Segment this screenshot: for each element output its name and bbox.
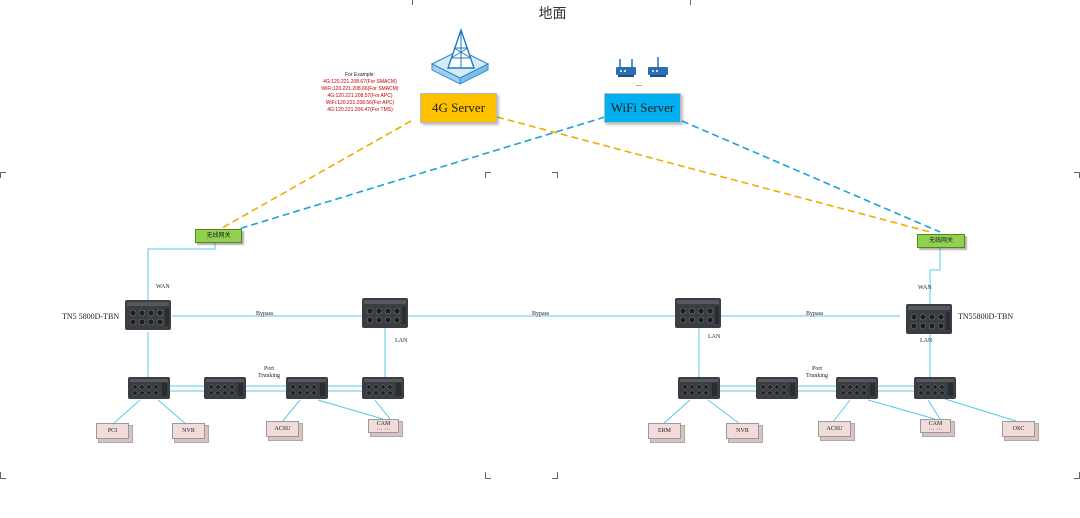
link-cam-right-a — [867, 399, 936, 420]
link-gw-right-wan — [929, 247, 941, 304]
label-bypass-mid: Bypass — [532, 311, 550, 317]
note-line: WiFi:120.221.208.56(For APC) — [325, 100, 395, 106]
switch-ring-left-4 — [361, 376, 405, 400]
endpoint-osc: OSC — [1002, 421, 1035, 437]
cam-ellipsis: ··· ··· — [376, 427, 391, 433]
cam-label: CAM — [376, 421, 391, 427]
crop-mark — [552, 172, 558, 173]
link-erm — [662, 399, 691, 425]
endpoint-cam-right: CAM ··· ··· — [920, 419, 951, 433]
link-gw-left-wan — [147, 242, 216, 300]
link-cam-right-b — [927, 399, 941, 420]
switch-bypass-mid-left — [361, 297, 409, 329]
endpoint-acsu-left: ACSU — [266, 421, 299, 437]
crop-mark — [0, 472, 1, 478]
cell-tower-icon — [430, 27, 490, 85]
label-wan-left: WAN — [156, 284, 170, 290]
wifi-router-icon — [616, 59, 636, 77]
endpoint-pci: PCI — [96, 423, 129, 439]
crop-mark — [1074, 172, 1080, 173]
switch-ring-right-1 — [677, 376, 721, 400]
crop-mark — [412, 0, 413, 5]
note-header: For Example: — [345, 72, 375, 78]
server-4g: 4G Server — [420, 93, 497, 123]
endpoint-acsu-right: ACSU — [818, 421, 851, 437]
crop-mark — [485, 172, 486, 178]
note-line: 4G:120.221.206.47(For TMS) — [327, 107, 393, 113]
label-tn-left: TN5 5800D-TBN — [62, 312, 120, 321]
endpoint-nvr-right: NVR — [726, 423, 759, 439]
link-acsu-right — [832, 399, 851, 423]
link-pci — [112, 399, 141, 425]
crop-mark — [485, 478, 491, 479]
link-wifi-left — [231, 116, 606, 232]
endpoint-nvr-left: NVR — [172, 423, 205, 439]
switch-tn-left — [124, 299, 172, 331]
switch-ring-left-1 — [127, 376, 171, 400]
crop-mark — [485, 172, 491, 173]
switch-bypass-mid-right — [674, 297, 722, 329]
crop-mark — [552, 478, 558, 479]
endpoint-erm: ERM — [648, 423, 681, 439]
label-lan-left: LAN — [395, 338, 408, 344]
switch-ring-left-3 — [285, 376, 329, 400]
crop-mark — [1074, 478, 1080, 479]
link-wifi-right — [681, 120, 941, 233]
switch-ring-right-2 — [755, 376, 799, 400]
crop-mark — [485, 472, 486, 478]
crop-mark — [557, 472, 558, 478]
link-4g-left — [221, 120, 412, 229]
label-bypass-left: Bypass — [256, 311, 274, 317]
link-nvr-right — [707, 399, 741, 425]
cam-label: CAM — [928, 421, 943, 427]
label-port-trunking-right: Port Trunking — [805, 366, 829, 379]
crop-mark — [0, 172, 1, 178]
switch-ring-right-4 — [913, 376, 957, 400]
label-bypass-right: Bypass — [806, 311, 824, 317]
wireless-gateway-right: 无线网关 — [917, 234, 965, 248]
crop-mark — [0, 478, 6, 479]
crop-mark — [557, 172, 558, 178]
label-port-trunking-left: Port Trunking — [257, 366, 281, 379]
link-cam-left-b — [374, 399, 391, 420]
note-line: 4G:120.221.208.67(For SMACM) — [323, 79, 397, 85]
wifi-ellipsis: ... — [636, 79, 642, 88]
endpoint-cam-left: CAM ··· ··· — [368, 419, 399, 433]
wireless-gateway-left: 无线网关 — [195, 229, 242, 243]
label-tn-right: TN55800D-TBN — [958, 312, 1014, 321]
switch-tn-right — [905, 303, 953, 335]
label-wan-right: WAN — [918, 285, 932, 291]
switch-ring-left-2 — [203, 376, 247, 400]
note-line: 4G:120.221.208.57(For APC) — [327, 93, 393, 99]
ip-example-note: For Example: 4G:120.221.208.67(For SMACM… — [300, 72, 420, 114]
crop-mark — [690, 0, 691, 5]
cam-ellipsis: ··· ··· — [928, 427, 943, 433]
note-line: WiFi:120.221.208.66(For SMACM) — [321, 86, 399, 92]
label-lan-right: LAN — [920, 338, 933, 344]
server-wifi: WiFi Server — [604, 93, 681, 123]
crop-mark — [0, 172, 6, 173]
diagram-title: 地面 — [538, 6, 567, 22]
wifi-router-icon — [648, 57, 668, 77]
link-nvr-left — [157, 399, 187, 425]
link-cam-left-a — [317, 399, 384, 420]
link-4g-right — [496, 116, 931, 233]
link-acsu-left — [281, 399, 301, 423]
label-lan-mid: LAN — [708, 334, 721, 340]
link-osc — [944, 398, 1017, 422]
switch-ring-right-3 — [835, 376, 879, 400]
